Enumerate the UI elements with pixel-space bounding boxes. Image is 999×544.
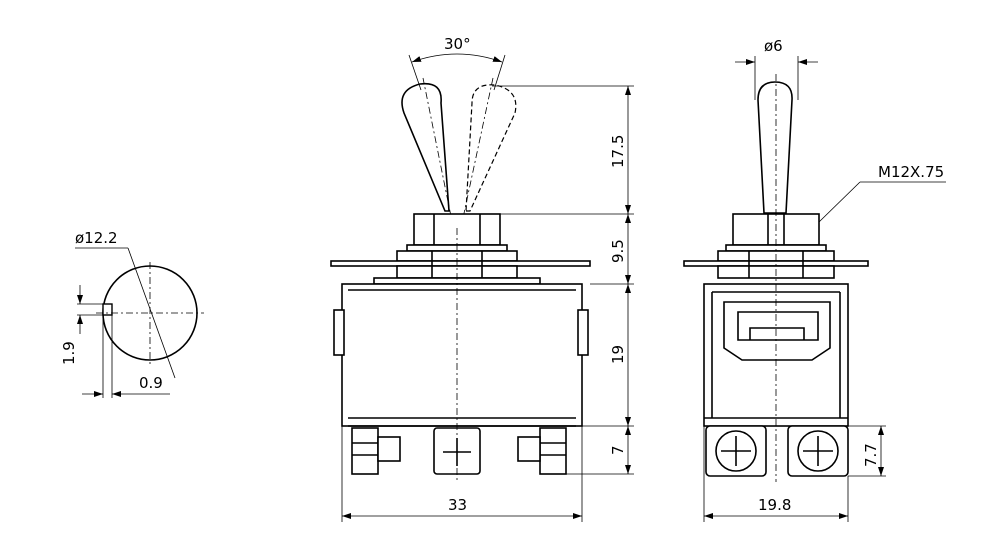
lever-height-label: 17.5 [609, 135, 627, 168]
thread-spec-label: M12X.75 [878, 163, 944, 181]
toggle-angle-label: 30° [444, 35, 471, 53]
lever-diameter-label: ø6 [764, 37, 783, 55]
switch-side-view [683, 56, 946, 522]
side-terminal-height-label: 7.7 [862, 443, 880, 467]
front-terminal-left [351, 427, 401, 475]
side-width-label: 19.8 [758, 496, 791, 514]
side-terminal-left [705, 425, 767, 477]
switch-front-view [330, 53, 634, 522]
side-terminal-right [787, 425, 849, 477]
front-terminal-right [517, 427, 567, 475]
body-height-label: 19 [609, 345, 627, 364]
knob-flat-height-label: 1.9 [60, 341, 78, 365]
knob-section-view [75, 247, 204, 398]
terminal-height-label: 7 [609, 445, 627, 455]
body-width-label: 33 [448, 496, 467, 514]
knob-diameter-label: ø12.2 [75, 229, 118, 247]
bushing-height-label: 9.5 [609, 239, 627, 263]
knob-flat-depth-label: 0.9 [139, 374, 163, 392]
